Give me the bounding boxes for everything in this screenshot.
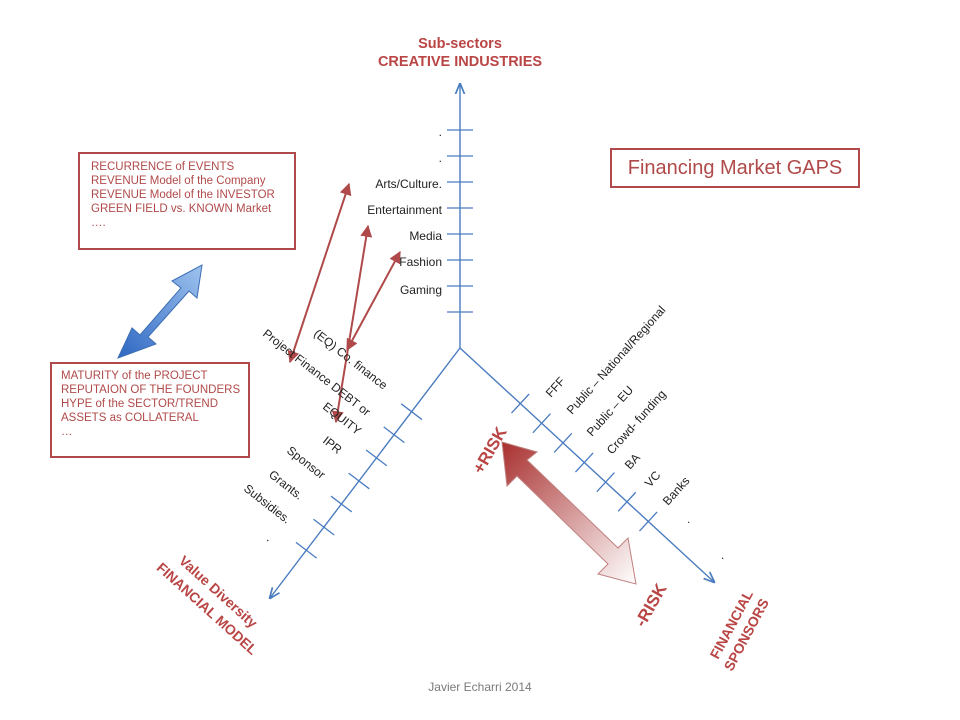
box-line: REVENUE Model of the INVESTOR	[91, 189, 275, 201]
axis-tick	[348, 472, 370, 490]
axis-tick	[383, 426, 405, 444]
subsector-label: .	[439, 125, 442, 139]
box-line: …	[61, 426, 73, 438]
factors-box-bottom: MATURITY of the PROJECT REPUTAION OF THE…	[50, 362, 250, 458]
axis-tick	[575, 452, 594, 473]
box-line: MATURITY of the PROJECT	[61, 370, 208, 382]
axis-right	[459, 347, 714, 582]
blue-double-arrow	[117, 264, 203, 359]
right-axis-title: FINANCIAL SPONSORS	[707, 587, 772, 673]
link-arrow-arts	[287, 182, 352, 364]
box-line: GREEN FIELD vs. KNOWN Market	[91, 203, 272, 215]
subsector-label: Fashion	[399, 255, 442, 269]
box-line: RECURRENCE of EVENTS	[91, 161, 235, 173]
axis-tick	[617, 491, 637, 512]
financial-model-label: IPR	[320, 433, 345, 457]
box-line: REPUTAION OF THE FOUNDERS	[61, 384, 241, 396]
axis-tick	[511, 393, 530, 414]
axis-tick	[596, 472, 615, 493]
subsector-label: Entertainment	[367, 203, 442, 217]
subsector-label: Arts/Culture.	[375, 177, 442, 191]
sponsor-label: FFF	[543, 374, 568, 400]
axis-tick	[330, 495, 353, 513]
financial-model-label: .	[264, 531, 275, 544]
sponsor-label: Banks	[660, 474, 693, 508]
link-arrow-media	[346, 250, 401, 352]
axis-tick	[638, 511, 658, 532]
sponsor-label: VC	[642, 468, 664, 490]
subsector-label: .	[439, 151, 442, 165]
axis-tick	[295, 541, 318, 559]
top-axis-title: Sub-sectors CREATIVE INDUSTRIES	[260, 36, 660, 70]
financial-model-label: Grants.	[266, 467, 306, 502]
box-line: HYPE of the SECTOR/TREND	[61, 398, 218, 410]
axis-tick	[365, 449, 388, 467]
top-axis-title-line: CREATIVE INDUSTRIES	[377, 54, 543, 70]
axis-tick	[313, 518, 335, 536]
risk-low-label: -RISK	[631, 580, 671, 630]
financial-model-label: Sponsor	[284, 443, 328, 482]
factors-box-top: RECURRENCE of EVENTS REVENUE Model of th…	[78, 152, 296, 250]
sponsor-label: .	[680, 514, 693, 526]
box-line: ASSETS as COLLATERAL	[61, 412, 199, 424]
risk-double-arrow	[501, 441, 637, 585]
axis-tick	[532, 413, 551, 434]
box-line: ….	[91, 217, 106, 229]
top-axis-title-line: Sub-sectors	[418, 36, 502, 52]
box-line: REVENUE Model of the Company	[91, 175, 266, 187]
axis-tick	[400, 403, 423, 421]
axis-left	[270, 347, 461, 598]
axis-tick	[553, 432, 573, 453]
subsector-label: Gaming	[400, 283, 442, 297]
sponsor-label: .	[714, 550, 727, 562]
sponsor-label: BA	[622, 451, 643, 472]
axis-ticks	[295, 129, 658, 559]
financing-gaps-title: Financing Market GAPS	[610, 148, 860, 188]
footer-credit: Javier Echarri 2014	[428, 680, 532, 694]
left-axis-title: Value Diversity FINANCIAL MODEL	[154, 552, 261, 658]
subsector-label: Media	[409, 229, 442, 243]
